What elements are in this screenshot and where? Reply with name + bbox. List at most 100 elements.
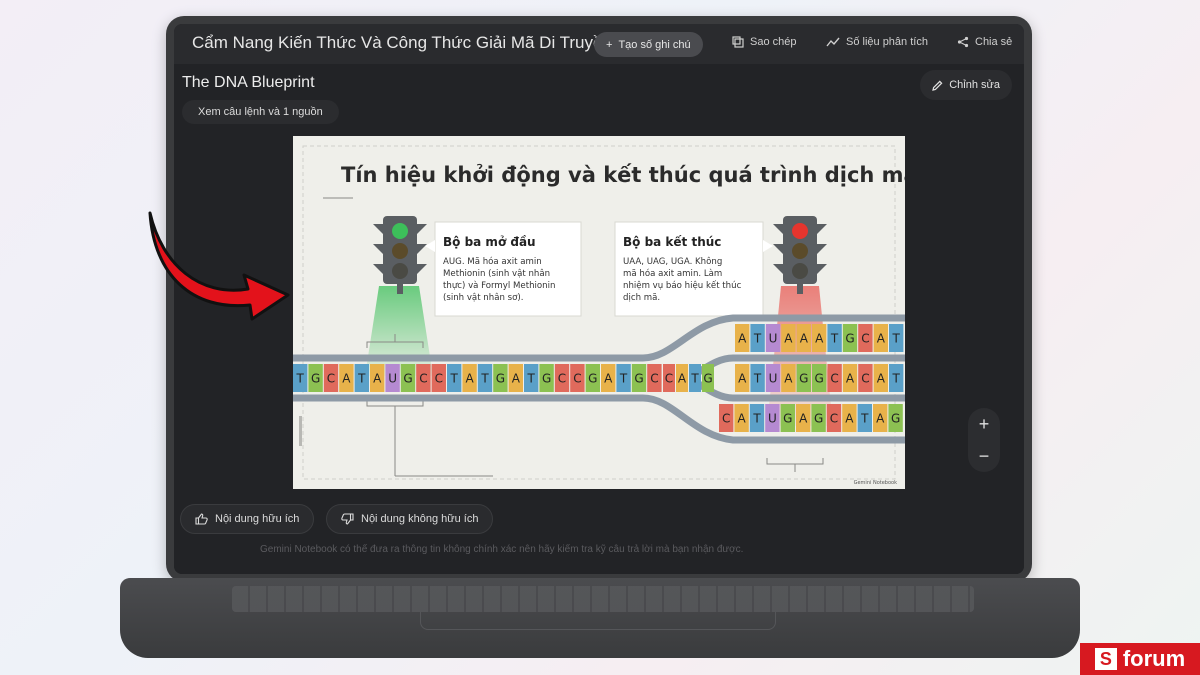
main-base-letter: C <box>435 372 443 386</box>
start-card-title: Bộ ba mở đầu <box>443 235 536 249</box>
trackpad <box>420 612 776 630</box>
lower-base-letter: C <box>722 412 730 426</box>
middle-base-tile <box>858 364 873 392</box>
share-label: Chia sẻ <box>975 36 1013 48</box>
start-card-line-3: thực) và Formyl Methionin <box>443 281 555 291</box>
upper-base-tile <box>812 324 827 352</box>
middle-base-tile <box>796 364 811 392</box>
upper-base-letter: T <box>830 332 839 346</box>
main-base-tile <box>554 364 570 392</box>
lower-base-tile <box>857 404 872 432</box>
upper-base-letter: A <box>815 332 824 346</box>
upper-base-tile <box>842 324 858 352</box>
main-base-tile <box>431 364 446 392</box>
sforum-wordmark: forum <box>1122 646 1186 671</box>
start-codon-card: Bộ ba mở đầu AUG. Mã hóa axit amin Methi… <box>425 221 582 317</box>
copy-button[interactable]: Sao chép <box>732 36 796 48</box>
upper-base-letter: A <box>877 332 886 346</box>
main-base-tile <box>524 364 539 392</box>
analytics-button[interactable]: Số liệu phân tích <box>826 36 928 48</box>
fork-base-letter: A <box>678 372 687 386</box>
main-base-tile <box>462 364 477 392</box>
main-base-tile <box>293 364 308 392</box>
edit-label: Chỉnh sửa <box>949 79 1000 91</box>
main-base-letter: T <box>480 372 489 386</box>
middle-base-letter: A <box>784 372 793 386</box>
main-base-letter: G <box>403 372 412 386</box>
middle-base-tile <box>842 364 858 392</box>
helpful-button[interactable]: Nội dung hữu ích <box>180 504 315 534</box>
middle-base-letter: A <box>738 372 747 386</box>
infographic-slide: Tín hiệu khởi động và kết thúc quá trình… <box>293 136 905 489</box>
zoom-control: + − <box>968 408 1000 472</box>
lower-base-tile <box>826 404 842 432</box>
middle-base-letter: A <box>846 372 855 386</box>
main-base-letter: T <box>450 372 459 386</box>
main-base-tile <box>400 364 416 392</box>
lower-base-tile <box>873 404 888 432</box>
helpful-label: Nội dung hữu ích <box>215 513 300 525</box>
lower-base-tile <box>765 404 780 432</box>
top-bar: Cẩm Nang Kiến Thức Và Công Thức Giải Mã … <box>174 24 1024 64</box>
upper-base-tile <box>765 324 781 352</box>
main-base-tile <box>447 364 462 392</box>
main-base-tile <box>385 364 400 392</box>
view-prompt-button[interactable]: Xem câu lệnh và 1 nguồn <box>182 100 339 124</box>
main-base-letter: G <box>496 372 505 386</box>
zoom-in-button[interactable]: + <box>978 413 990 434</box>
lower-base-letter: G <box>783 412 792 426</box>
share-button[interactable]: Chia sẻ <box>957 36 1012 48</box>
lower-base-tile <box>719 404 734 432</box>
main-base-letter: A <box>512 372 521 386</box>
main-base-tile <box>570 364 585 392</box>
dna-backbone <box>293 314 905 444</box>
lower-base-tile <box>780 404 795 432</box>
codon-brackets <box>323 197 824 477</box>
upper-base-tile <box>796 324 811 352</box>
middle-base-letter: G <box>799 372 808 386</box>
fork-base-tile <box>702 364 714 392</box>
slide-scroll-handle[interactable] <box>299 416 302 446</box>
middle-base-letter: A <box>877 372 886 386</box>
lower-base-tile <box>842 404 857 432</box>
main-base-letter: A <box>342 372 351 386</box>
upper-base-letter: U <box>769 332 778 346</box>
lower-base-letter: A <box>845 412 854 426</box>
pencil-icon <box>932 80 943 91</box>
copy-icon <box>732 36 744 48</box>
not-helpful-button[interactable]: Nội dung không hữu ích <box>326 504 494 534</box>
main-base-tile <box>585 364 600 392</box>
main-base-letter: T <box>296 372 305 386</box>
lower-base-letter: C <box>830 412 838 426</box>
zoom-out-button[interactable]: − <box>978 445 990 466</box>
thumbs-up-icon <box>195 513 208 525</box>
main-base-letter: G <box>311 372 320 386</box>
upper-base-tile <box>735 324 750 352</box>
main-base-letter: C <box>650 372 658 386</box>
upper-base-tile <box>750 324 765 352</box>
stop-codon-card: Bộ ba kết thúc UAA, UAG, UGA. Không mã h… <box>614 221 773 317</box>
stop-card-title: Bộ ba kết thúc <box>623 235 721 249</box>
main-base-letter: G <box>588 372 597 386</box>
main-base-letter: C <box>327 372 335 386</box>
thumbs-down-icon <box>341 513 354 525</box>
document-title: Cẩm Nang Kiến Thức Và Công Thức Giải Mã … <box>192 33 597 52</box>
new-note-button[interactable]: + Tạo số ghi chú <box>594 32 703 57</box>
upper-base-tile <box>858 324 873 352</box>
start-card-line-1: AUG. Mã hóa axit amin <box>443 256 542 267</box>
slide-heading: Tín hiệu khởi động và kết thúc quá trình… <box>341 163 905 187</box>
main-base-tile <box>308 364 323 392</box>
main-base-tile <box>539 364 554 392</box>
edit-button[interactable]: Chỉnh sửa <box>920 70 1012 100</box>
middle-base-tile <box>735 364 750 392</box>
infographic-canvas: Tín hiệu khởi động và kết thúc quá trình… <box>293 145 905 486</box>
start-traffic-light <box>373 216 427 294</box>
main-base-letter: C <box>419 372 427 386</box>
upper-base-letter: T <box>892 332 901 346</box>
upper-base-letter: C <box>861 332 869 346</box>
middle-base-tile <box>812 364 827 392</box>
stop-card-line-2: mã hóa axit amin. Làm <box>623 268 722 279</box>
